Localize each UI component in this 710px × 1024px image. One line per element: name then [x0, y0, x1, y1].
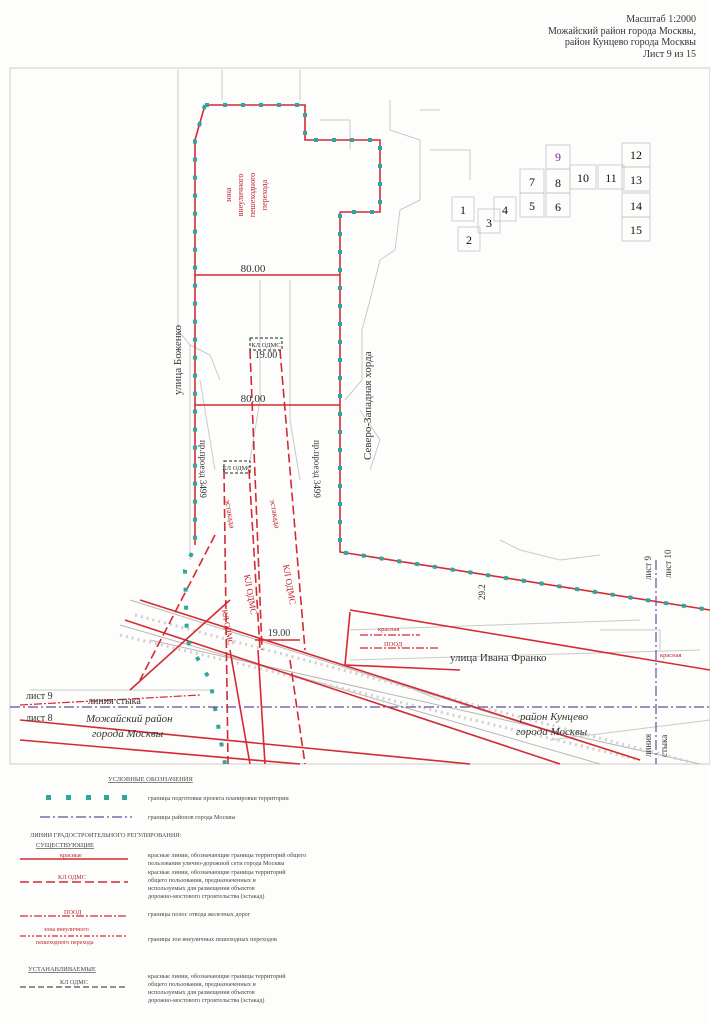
legend-planned-desc-4: дорожно-мостового строительства (эстакад… — [148, 997, 264, 1004]
sheet-index-labels: 1 2 3 4 5 6 7 8 9 10 11 12 13 14 15 — [460, 148, 642, 247]
width-label-19-b: 19.00 — [268, 628, 291, 639]
scale-text: Масштаб 1:2000 — [626, 14, 696, 25]
index-cell-4: 4 — [502, 203, 508, 217]
krasnaya-label-b: красная — [660, 652, 682, 659]
legend-klodms-desc-4: дорожно-мостового строительства (эстакад… — [148, 893, 264, 900]
join-line-v-label-1: линия — [643, 734, 653, 757]
sheet-label-8-left: лист 8 — [26, 713, 53, 724]
index-cell-7: 7 — [529, 175, 535, 189]
map-frame — [9, 67, 710, 765]
sheet-label-9-left: лист 9 — [26, 691, 53, 702]
legend-planning-border-symbol — [46, 795, 127, 800]
zone-label-3: пешеходного — [248, 173, 257, 217]
legend-planning-border-text: границы подготовки проекта планировки те… — [148, 795, 289, 802]
width-label-80-b: 80.00 — [241, 393, 266, 405]
legend-red-label: красные — [60, 852, 82, 859]
index-cell-2: 2 — [466, 233, 472, 247]
sheet-number-text: Лист 9 из 15 — [643, 48, 696, 60]
zone-label-2: внеуличного — [236, 174, 245, 217]
klodms-lines — [139, 349, 306, 765]
legend-pood-label: ПООД — [64, 909, 82, 916]
legend-planned-desc-2: общего пользования, предназначенных и — [148, 981, 256, 988]
index-cell-12: 12 — [630, 148, 642, 162]
legend-klodms-desc-3: используемых для размещения объектов — [148, 885, 255, 892]
legend-red-desc-1: красные линии, обозначающие границы терр… — [148, 852, 306, 859]
red-lines — [19, 104, 710, 765]
legend-zone-desc: границы зон внеуличных пешеходных перехо… — [148, 936, 277, 943]
index-cell-8: 8 — [555, 176, 561, 190]
klodms-top-label: КЛ ОДМС — [251, 342, 280, 349]
district-label-kuntsevo-2: города Москвы — [516, 726, 588, 738]
district-text-2: район Кунцево города Москвы — [564, 37, 696, 48]
street-label-bozhenko: улица Боженко — [172, 325, 184, 395]
legend-klodms-desc-2: общего пользования, предназначенных и — [148, 877, 256, 884]
legend-existing-title: СУЩЕСТВУЮЩИЕ — [36, 842, 94, 849]
district-text-1: Можайский район города Москвы, — [548, 25, 696, 37]
planned-klodms — [223, 337, 283, 474]
legend-klodms-label: КЛ ОДМС — [58, 874, 86, 881]
district-label-mozhaysky-2: города Москвы — [92, 728, 164, 740]
street-label-franko: улица Ивана Франко — [450, 652, 547, 664]
index-cell-15: 15 — [630, 223, 642, 237]
base-layer — [30, 70, 710, 765]
legend-planned-title: УСТАНАВЛИВАЕМЫЕ — [28, 966, 96, 973]
district-label-mozhaysky-1: Можайский район — [85, 713, 173, 725]
legend-zone-label-2: пешеходного перехода — [36, 940, 94, 946]
proezd-label-a: пр.проезд 3499 — [198, 440, 208, 498]
legend-planned-desc-3: используемых для размещения объектов — [148, 989, 255, 996]
district-label-kuntsevo-1: район Кунцево — [519, 711, 589, 723]
index-cell-5: 5 — [529, 199, 535, 213]
zone-label-1: зона — [224, 187, 233, 202]
pood-lines — [19, 634, 440, 706]
legend-zone-label-1: зона внеуличного — [44, 927, 89, 933]
legend-red-desc-2: пользования улично-дорожной сети города … — [148, 860, 285, 867]
legend-pood-desc: границы полос отвода железных дорог — [148, 911, 251, 918]
railway-tracks — [119, 613, 691, 764]
planning-border — [182, 103, 710, 765]
dimension-label-29: 29.2 — [477, 584, 487, 600]
join-line-label: линия стыка — [88, 696, 141, 707]
street-label-khorda: Северо-Западная хорда — [362, 351, 374, 460]
sheet-label-10-right: лист 10 — [663, 549, 673, 578]
index-cell-13: 13 — [630, 173, 642, 187]
legend-title: УСЛОВНЫЕ ОБОЗНАЧЕНИЯ — [108, 776, 193, 783]
district-border — [10, 560, 710, 764]
index-cell-6: 6 — [555, 200, 561, 214]
klodms-mid-label: КЛ ОДМС — [222, 465, 251, 472]
index-cell-10: 10 — [577, 171, 589, 185]
pood-label: ПООД — [384, 641, 403, 648]
zone-label: зона внеуличного пешеходного перехода — [224, 173, 269, 217]
sheet-label-9-right: лист 9 — [643, 556, 653, 580]
proezd-label-b: пр.проезд 3499 — [312, 440, 322, 498]
width-label-80-a: 80.00 — [241, 263, 266, 275]
legend-district-border-text: границы районов города Москвы — [148, 814, 236, 821]
legend-section-title: ЛИНИИ ГРАДОСТРОИТЕЛЬНОГО РЕГУЛИРОВАНИЯ: — [30, 832, 181, 839]
krasnaya-label-a: красная — [378, 626, 400, 633]
legend-planned-label: КЛ ОДМС — [60, 979, 88, 986]
index-cell-14: 14 — [630, 199, 642, 213]
index-cell-11: 11 — [605, 171, 617, 185]
zone-label-4: перехода — [260, 179, 269, 210]
sheet-header: Масштаб 1:2000 Можайский район города Мо… — [548, 14, 696, 60]
index-cell-1: 1 — [460, 203, 466, 217]
index-cell-current: 9 — [555, 150, 561, 164]
join-line-v-label-2: стыка — [659, 735, 669, 757]
width-label-19-a: 19.00 — [255, 350, 278, 361]
legend-klodms-desc-1: красные линии, обозначающие границы терр… — [148, 869, 286, 876]
legend-planned-desc-1: красные линии, обозначающие границы терр… — [148, 973, 286, 980]
index-cell-3: 3 — [486, 216, 492, 230]
sheet-index-grid — [451, 142, 651, 252]
